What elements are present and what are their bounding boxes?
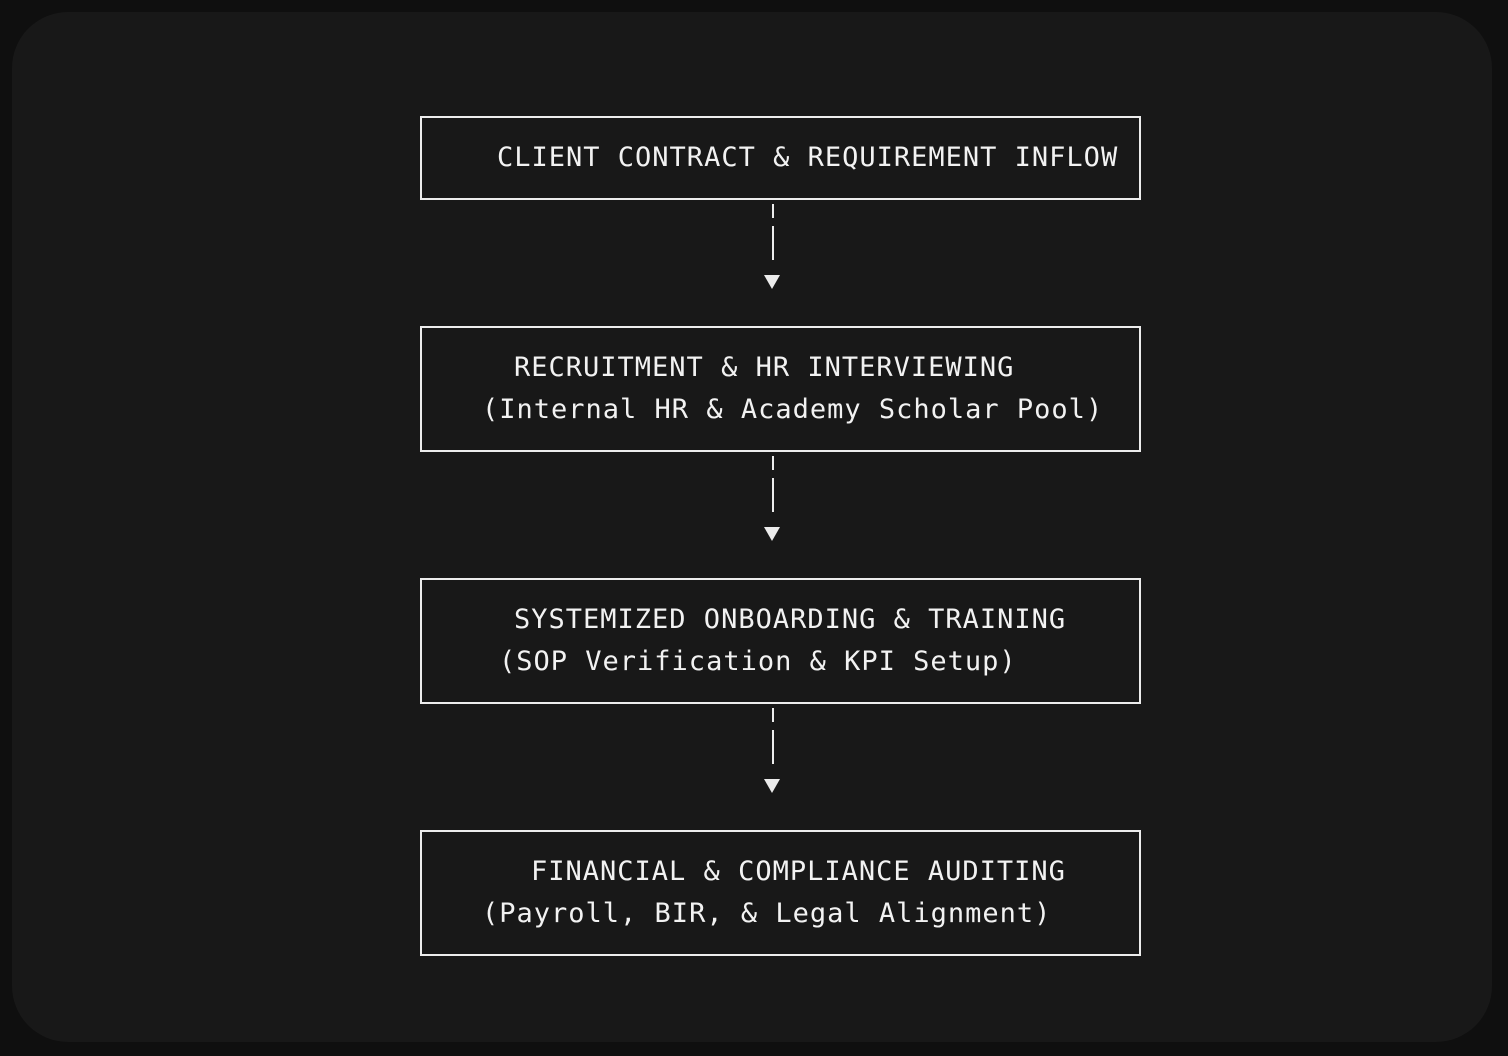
connector-1-arrow-icon: [764, 275, 780, 289]
connector-1-line-lower: [772, 226, 774, 260]
flow-step-recruitment: RECRUITMENT & HR INTERVIEWING (Internal …: [420, 326, 1141, 452]
connector-1-line: [772, 204, 774, 218]
connector-3-line: [772, 708, 774, 722]
connector-2-line-lower: [772, 478, 774, 512]
step-4-subtitle: (Payroll, BIR, & Legal Alignment): [482, 898, 1052, 929]
flow-step-client-contract: CLIENT CONTRACT & REQUIREMENT INFLOW: [420, 116, 1141, 200]
flow-step-onboarding: SYSTEMIZED ONBOARDING & TRAINING (SOP Ve…: [420, 578, 1141, 704]
step-2-subtitle: (Internal HR & Academy Scholar Pool): [482, 394, 1104, 425]
diagram-panel: [12, 12, 1492, 1042]
connector-3-line-lower: [772, 730, 774, 764]
step-3-title: SYSTEMIZED ONBOARDING & TRAINING: [514, 604, 1067, 635]
step-2-title: RECRUITMENT & HR INTERVIEWING: [514, 352, 1015, 383]
step-4-title: FINANCIAL & COMPLIANCE AUDITING: [531, 856, 1066, 887]
step-1-title: CLIENT CONTRACT & REQUIREMENT INFLOW: [497, 142, 1119, 173]
flow-step-financial-auditing: FINANCIAL & COMPLIANCE AUDITING (Payroll…: [420, 830, 1141, 956]
connector-3-arrow-icon: [764, 779, 780, 793]
connector-2-arrow-icon: [764, 527, 780, 541]
step-3-subtitle: (SOP Verification & KPI Setup): [499, 646, 1017, 677]
connector-2-line: [772, 456, 774, 470]
